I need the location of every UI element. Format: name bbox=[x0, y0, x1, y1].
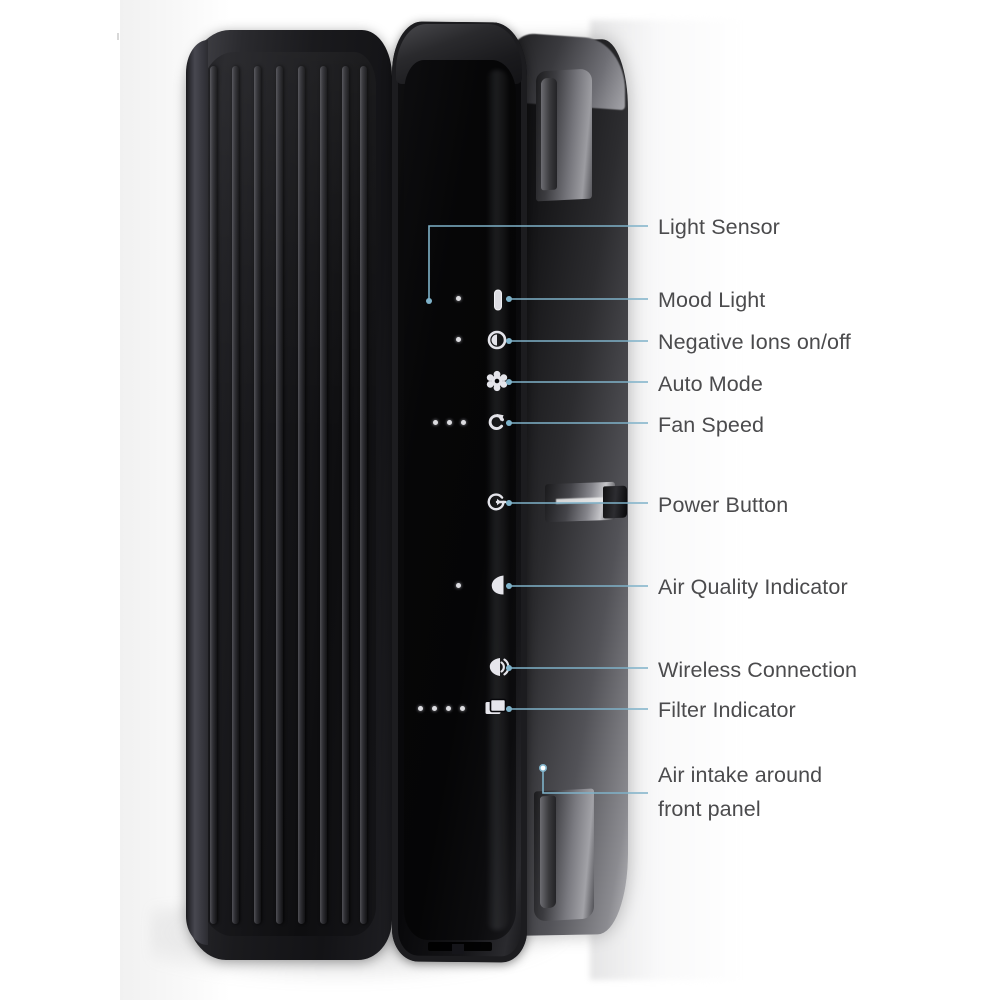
fan-speed-icon[interactable] bbox=[486, 411, 508, 438]
control-panel-bottom-notch bbox=[452, 944, 464, 954]
front-grille-vanes bbox=[200, 52, 376, 936]
grille-vane bbox=[276, 66, 283, 924]
grille-vane bbox=[232, 66, 239, 924]
power-button-icon[interactable] bbox=[486, 491, 508, 518]
front-grille-left-edge bbox=[186, 40, 208, 945]
filter-indicator-icon[interactable] bbox=[484, 698, 508, 723]
air-quality-icon[interactable] bbox=[487, 573, 509, 602]
top-handle-groove bbox=[541, 77, 557, 191]
bottom-handle-groove bbox=[540, 795, 556, 909]
callout-label-fan-speed: Fan Speed bbox=[658, 413, 765, 437]
callout-label-air-intake-line1: Air intake around bbox=[658, 763, 823, 787]
callout-label-wireless-connection: Wireless Connection bbox=[658, 658, 858, 682]
callout-label-power-button: Power Button bbox=[658, 493, 789, 517]
callout-label-negative-ions: Negative Ions on/off bbox=[658, 330, 851, 354]
callout-label-light-sensor: Light Sensor bbox=[658, 215, 780, 239]
callout-label-air-intake-line2: front panel bbox=[658, 797, 761, 821]
wireless-connection-icon[interactable] bbox=[486, 655, 510, 684]
grille-vane bbox=[298, 66, 305, 924]
negative-ions-icon[interactable] bbox=[486, 329, 508, 356]
callout-label-air-quality: Air Quality Indicator bbox=[658, 575, 848, 599]
grille-vane bbox=[342, 66, 349, 924]
side-panel-latch-tab bbox=[603, 485, 627, 519]
grille-vane bbox=[210, 66, 217, 924]
grille-vane bbox=[320, 66, 327, 924]
auto-mode-icon[interactable] bbox=[486, 370, 508, 397]
callout-label-mood-light: Mood Light bbox=[658, 288, 766, 312]
callout-label-auto-mode: Auto Mode bbox=[658, 372, 763, 396]
grille-vane bbox=[254, 66, 261, 924]
mood-light-icon[interactable] bbox=[490, 288, 506, 317]
image-artifact-mark bbox=[117, 33, 119, 40]
grille-vane bbox=[360, 66, 367, 924]
callout-label-filter-indicator: Filter Indicator bbox=[658, 698, 796, 722]
